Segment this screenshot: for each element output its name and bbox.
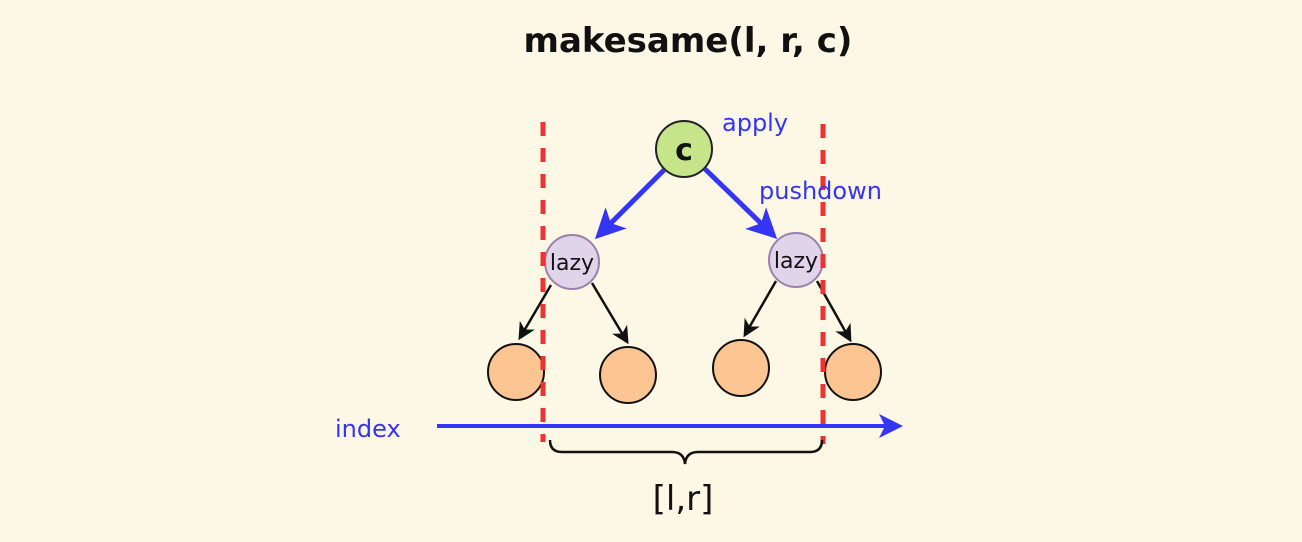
diagram-title: makesame(l, r, c): [524, 21, 853, 61]
root-node: [655, 120, 713, 178]
child-arrow: [590, 282, 629, 345]
pushdown-arrow-left: [594, 168, 666, 240]
index-label: index: [335, 415, 401, 443]
leaf-node: [712, 339, 770, 397]
child-arrow: [743, 280, 778, 338]
pushdown-arrow-right: [703, 167, 778, 239]
lazy-node-right-label: lazy: [774, 249, 818, 274]
lazy-node-left-label: lazy: [550, 251, 594, 276]
range-brace: [548, 439, 824, 465]
range-label: [l,r]: [653, 479, 714, 519]
leaf-node: [487, 343, 545, 401]
leaf-node: [824, 343, 882, 401]
leaf-node: [599, 346, 657, 404]
apply-label: apply: [722, 109, 788, 137]
pushdown-label: pushdown: [759, 177, 882, 205]
root-node-label: c: [675, 133, 693, 168]
child-arrow: [518, 284, 553, 341]
